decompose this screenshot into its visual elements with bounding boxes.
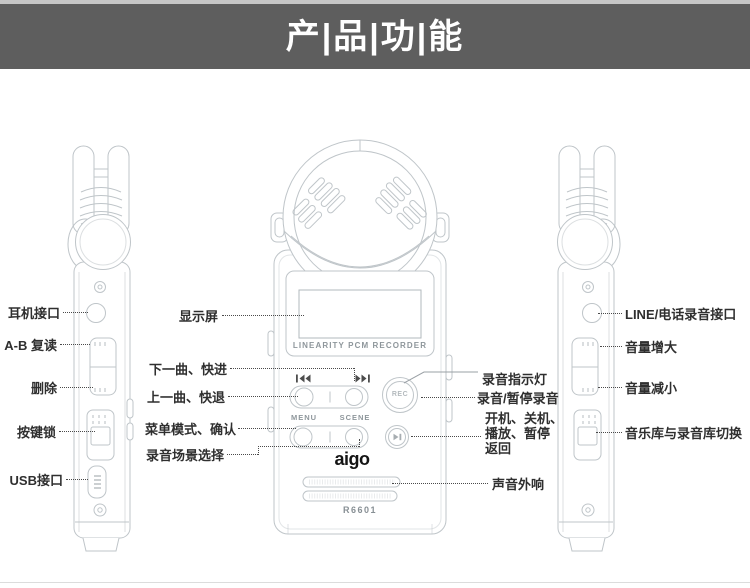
usb-port [87, 465, 107, 499]
prev-track-icon [296, 374, 311, 383]
play-pause-icon [393, 433, 402, 441]
leader-rec-scene-3 [258, 446, 359, 447]
menu-scene-pill [289, 425, 369, 449]
callout-vol-down: 音量减小 [625, 381, 678, 396]
play-pause-button [385, 425, 409, 449]
screen-caption: LINEARITY PCM RECORDER [292, 341, 428, 350]
callout-menu-confirm: 菜单模式、确认 [144, 422, 236, 437]
top-strip [0, 0, 750, 4]
leader-vol-up [600, 346, 622, 347]
callout-usb-port: USB接口 [9, 473, 63, 488]
leader-prev-rew [228, 396, 298, 397]
callout-next-ff: 下一曲、快进 [148, 362, 227, 377]
front-view [267, 139, 453, 535]
page-title: 产|品|功|能 [285, 17, 465, 56]
speaker-grille [302, 476, 401, 502]
leader-next-ff [230, 368, 354, 369]
leader-display [222, 315, 304, 316]
callout-display: 显示屏 [178, 309, 218, 324]
leader-ab-repeat [60, 344, 90, 345]
leader-rec-indicator [403, 371, 478, 384]
leader-delete [60, 387, 93, 388]
leader-line-jack [598, 313, 622, 314]
leader-next-ff-v [354, 368, 355, 381]
callout-line-jack: LINE/电话录音接口 [625, 307, 737, 322]
callout-library-switch: 音乐库与录音库切换 [625, 426, 743, 441]
leader-power-play [411, 436, 481, 437]
callout-prev-rew: 上一曲、快退 [146, 390, 225, 405]
callout-vol-up: 音量增大 [625, 340, 678, 355]
rec-button [382, 377, 418, 413]
leader-menu-confirm [238, 428, 296, 429]
callout-rec-indicator: 录音指示灯 [482, 372, 548, 387]
leader-vol-down [598, 387, 622, 388]
rec-button-label: REC [391, 391, 409, 398]
callout-delete: 删除 [30, 381, 57, 396]
stereo-mic-grille [292, 176, 427, 230]
leader-headphone-jack [63, 312, 88, 313]
display-screen [298, 289, 422, 339]
leader-rec-scene-1 [227, 454, 258, 455]
left-side-view [67, 145, 134, 552]
callout-speaker: 声音外响 [492, 477, 545, 492]
leader-rec-scene-4 [359, 439, 360, 447]
callout-power-play: 开机、关机、 播放、暂停 返回 [485, 411, 564, 456]
callout-ab-repeat: A-B 复读 [4, 338, 57, 353]
display-panel [285, 270, 435, 357]
menu-button-label: MENU [290, 413, 318, 422]
callout-rec-scene: 录音场景选择 [145, 448, 224, 463]
bottom-divider [0, 582, 750, 583]
right-side-view [556, 145, 621, 552]
leader-key-lock [59, 431, 95, 432]
leader-usb-port [66, 479, 88, 480]
callout-rec-pause: 录音/暂停录音 [477, 391, 559, 406]
next-track-icon [355, 374, 370, 383]
scene-button-label: SCENE [339, 413, 371, 422]
callout-key-lock: 按键锁 [16, 425, 56, 440]
stereo-mic-head [282, 139, 438, 295]
prev-next-pill [289, 385, 369, 409]
callout-headphone-jack: 耳机接口 [7, 306, 60, 321]
brand-logo: aigo [334, 449, 370, 469]
leader-rec-scene-2 [258, 446, 259, 455]
leader-library-switch [596, 432, 622, 433]
leader-rec-pause [421, 397, 475, 398]
leader-speaker [392, 483, 488, 484]
model-number: R6601 [342, 505, 378, 515]
header-bar: 产|品|功|能 [0, 4, 750, 69]
